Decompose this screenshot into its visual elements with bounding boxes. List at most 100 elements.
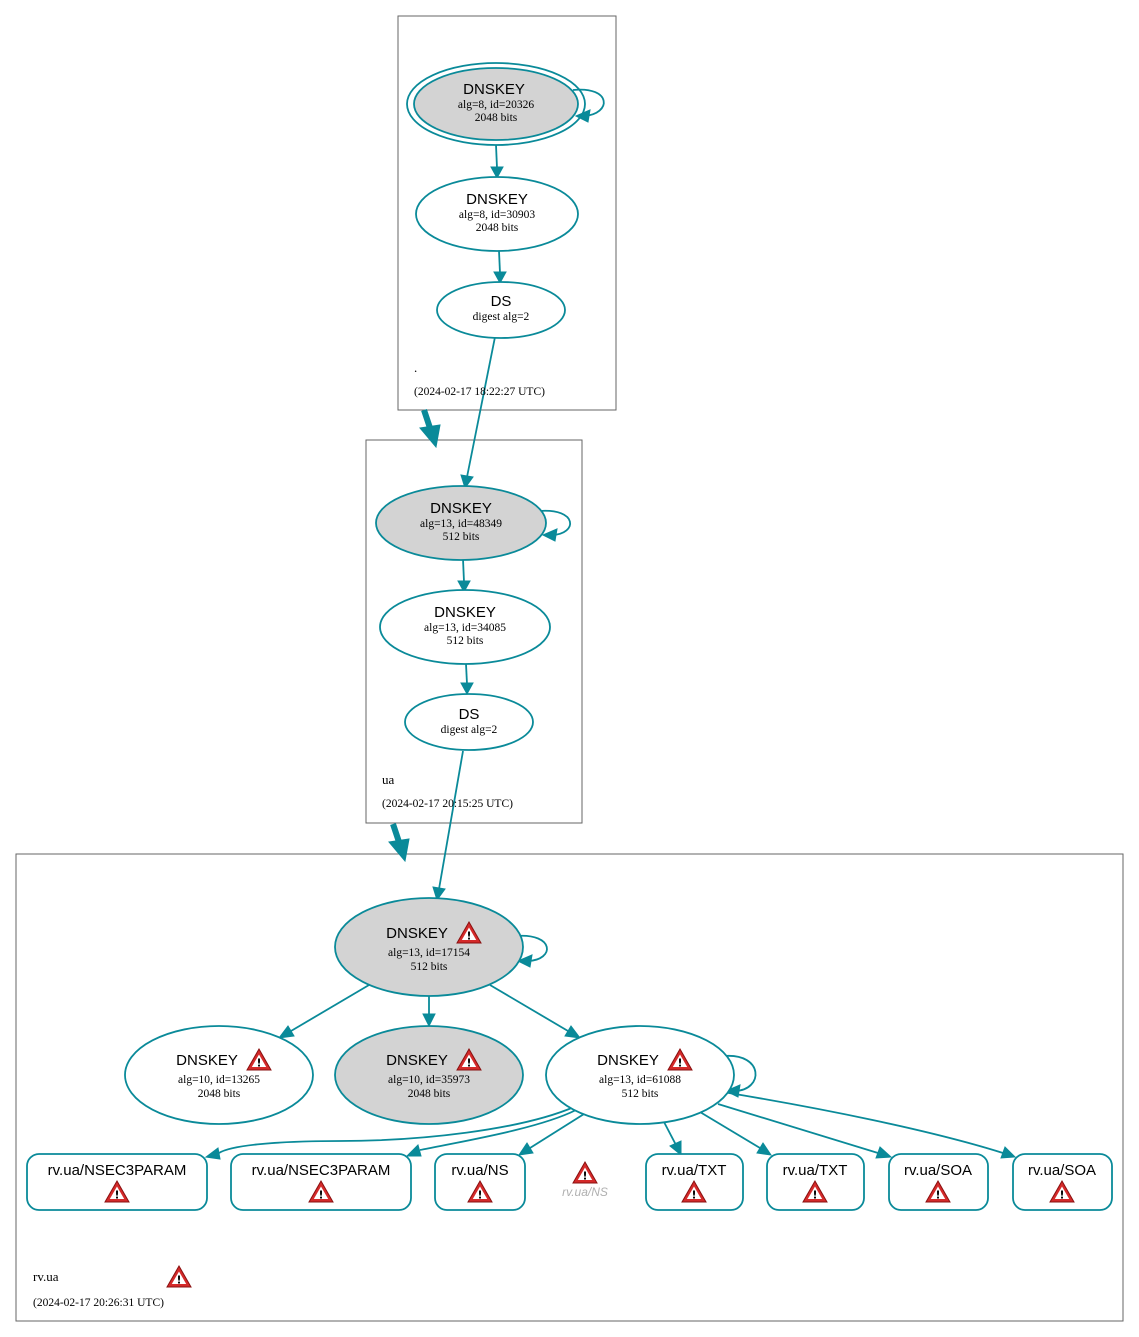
arrowhead [460, 474, 474, 490]
node-detail: alg=13, id=34085 [424, 622, 506, 634]
edge-dnskey-c-to-soa-2 [722, 1091, 1004, 1154]
arrowhead [875, 1146, 893, 1159]
node-title: DS [491, 293, 512, 310]
node-bits: 2048 bits [408, 1088, 451, 1100]
edge-ua-ds-to-rvua-ksk [438, 750, 464, 890]
edge-dnskey-c-to-soa-1 [717, 1103, 879, 1154]
arrowhead [516, 954, 533, 968]
arrowhead [460, 682, 474, 696]
node-title: DNSKEY [466, 191, 528, 208]
node-detail: alg=13, id=17154 [388, 947, 470, 959]
node-rvua-dnskey-a[interactable]: DNSKEY alg=10, id=13265 2048 bits [124, 1025, 314, 1125]
node-rvua-dnskey-ksk[interactable]: DNSKEY alg=13, id=17154 512 bits [334, 897, 524, 997]
edge-root-ksk-to-zsk [495, 144, 498, 169]
node-title: DNSKEY [430, 500, 492, 517]
record-ns-ghost[interactable]: rv.ua/NS [562, 1161, 608, 1199]
record-label: rv.ua/TXT [783, 1162, 848, 1179]
record-txt-2[interactable]: rv.ua/TXT [766, 1153, 865, 1211]
arrowhead [277, 1025, 295, 1039]
edge-ua-zsk-to-ds [465, 663, 468, 685]
edge-root-ds-to-ua-ksk [466, 336, 496, 478]
arrowhead [457, 580, 471, 594]
record-label: rv.ua/SOA [904, 1162, 972, 1179]
arrowhead [669, 1140, 682, 1157]
node-detail: alg=10, id=35973 [388, 1074, 470, 1086]
arrowhead [1000, 1146, 1017, 1159]
zone-rvua-cluster [15, 853, 1124, 1322]
node-detail: alg=10, id=13265 [178, 1074, 260, 1086]
node-root-dnskey-zsk[interactable]: DNSKEY alg=8, id=30903 2048 bits [415, 176, 579, 252]
edge-rvua-ksk-self [515, 935, 548, 962]
edge-dnskey-c-to-ns [529, 1113, 585, 1149]
node-ua-ds[interactable]: DS digest alg=2 [404, 693, 534, 751]
node-ua-dnskey-ksk[interactable]: DNSKEY alg=13, id=48349 512 bits [375, 485, 547, 561]
node-bits: 2048 bits [475, 112, 518, 124]
record-label: rv.ua/NS [451, 1162, 508, 1179]
node-rvua-dnskey-b[interactable]: DNSKEY alg=10, id=35973 2048 bits [334, 1025, 524, 1125]
node-title: DNSKEY [434, 604, 496, 621]
node-ua-dnskey-zsk[interactable]: DNSKEY alg=13, id=34085 512 bits [379, 589, 551, 665]
node-detail: digest alg=2 [441, 724, 498, 736]
node-bits: 512 bits [443, 531, 480, 543]
node-rvua-dnskey-c[interactable]: DNSKEY alg=13, id=61088 512 bits [545, 1025, 735, 1125]
zone-rvua-name: rv.ua [33, 1269, 59, 1284]
record-txt-1[interactable]: rv.ua/TXT [645, 1153, 744, 1211]
zone-root-timestamp: (2024-02-17 18:22:27 UTC) [414, 386, 545, 398]
arrowhead [541, 528, 558, 542]
edge-root-ksk-self [572, 88, 605, 117]
arrowhead [204, 1147, 221, 1160]
edge-ua-ksk-to-zsk [462, 558, 465, 583]
node-title: DS [459, 706, 480, 723]
node-bits: 512 bits [411, 961, 448, 973]
record-soa-1[interactable]: rv.ua/SOA [888, 1153, 989, 1211]
arrowhead [422, 1013, 436, 1028]
record-ns[interactable]: rv.ua/NS [434, 1153, 526, 1211]
node-bits: 2048 bits [476, 222, 519, 234]
node-root-dnskey-ksk[interactable]: DNSKEY alg=8, id=20326 2048 bits [406, 62, 586, 146]
arrowhead [517, 1142, 534, 1156]
zone-root-name: . [414, 360, 417, 375]
edge-dnskey-c-to-txt-2 [699, 1111, 761, 1149]
edge-dnskey-c-to-nsec3param-2 [419, 1109, 577, 1151]
record-label: rv.ua/TXT [662, 1162, 727, 1179]
node-detail: alg=13, id=61088 [599, 1074, 681, 1086]
record-nsec3param-1[interactable]: rv.ua/NSEC3PARAM [26, 1153, 208, 1211]
edge-ua-ksk-self [538, 510, 571, 536]
node-title: DNSKEY [597, 1052, 659, 1069]
node-detail: alg=8, id=20326 [458, 99, 534, 111]
warning-icon [166, 1265, 192, 1288]
arrowhead [564, 1025, 582, 1039]
record-label: rv.ua/NSEC3PARAM [48, 1162, 187, 1179]
record-soa-2[interactable]: rv.ua/SOA [1012, 1153, 1113, 1211]
node-bits: 512 bits [447, 635, 484, 647]
edge-root-zsk-to-ds [498, 250, 501, 274]
arrowhead [756, 1142, 773, 1156]
edge-rvua-ksk-to-dnskey-c [489, 984, 569, 1032]
arrowhead [490, 166, 504, 180]
warning-icon [572, 1161, 598, 1184]
node-root-ds[interactable]: DS digest alg=2 [436, 281, 566, 339]
record-label: rv.ua/SOA [1028, 1162, 1096, 1179]
zone-root-cluster [397, 15, 617, 411]
edge-rvua-ksk-to-dnskey-a [290, 984, 370, 1032]
edge-dnskey-c-to-nsec3param-1 [218, 1106, 575, 1154]
delegation-root-to-ua [419, 409, 441, 449]
node-title: DNSKEY [463, 81, 525, 98]
arrowhead [405, 1144, 422, 1157]
node-detail: alg=13, id=48349 [420, 518, 502, 530]
record-nsec3param-2[interactable]: rv.ua/NSEC3PARAM [230, 1153, 412, 1211]
arrowhead [432, 886, 446, 902]
zone-rvua-timestamp: (2024-02-17 20:26:31 UTC) [33, 1297, 164, 1309]
edge-dnskey-c-to-txt-1 [663, 1121, 677, 1146]
node-bits: 2048 bits [198, 1088, 241, 1100]
node-title: DNSKEY [386, 925, 448, 942]
zone-ua-timestamp: (2024-02-17 20:15:25 UTC) [382, 798, 513, 810]
delegation-ua-to-rvua [388, 823, 410, 863]
arrowhead [493, 271, 507, 285]
node-detail: digest alg=2 [473, 311, 530, 323]
record-label: rv.ua/NSEC3PARAM [252, 1162, 391, 1179]
node-detail: alg=8, id=30903 [459, 209, 535, 221]
edge-rvua-dnskey-c-self [723, 1055, 757, 1092]
